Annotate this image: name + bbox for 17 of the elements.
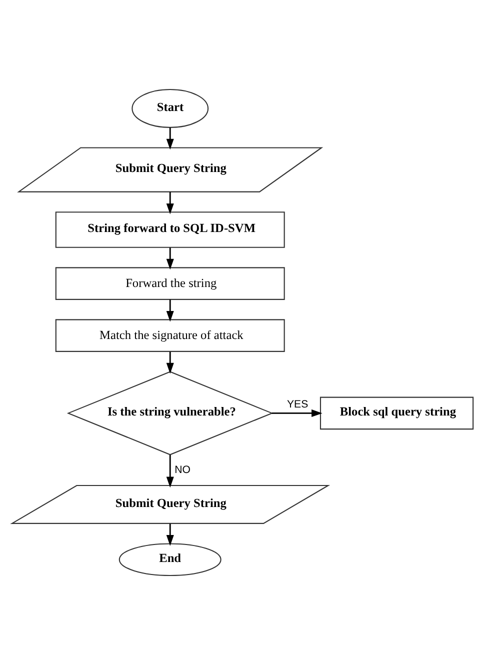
node-diamond: Is the string vulnerable? [66, 371, 274, 456]
arrow [166, 192, 174, 214]
arrow [166, 352, 174, 374]
node-ellipse: End [118, 543, 222, 576]
arrow [166, 248, 174, 270]
node-ellipse: Start [132, 89, 209, 128]
edge-label: NO [174, 464, 191, 476]
arrow [166, 454, 174, 488]
arrow [166, 524, 174, 546]
node-box: Forward the string [55, 267, 285, 300]
arrow [166, 300, 174, 322]
arrow [166, 128, 174, 150]
node-box: String forward to SQL ID-SVM [55, 212, 285, 248]
node-box: Match the signature of attack [55, 319, 285, 352]
node-box: Block sql query string [320, 396, 474, 430]
arrow [272, 409, 322, 417]
edge-label: YES [286, 398, 308, 411]
